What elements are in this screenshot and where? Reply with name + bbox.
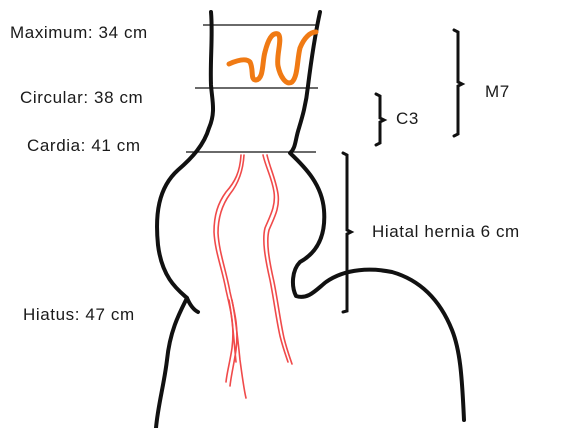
circular-label: Circular: 38 cm (20, 89, 143, 106)
cardia-label: Cardia: 41 cm (27, 137, 141, 154)
m-bracket (454, 30, 462, 136)
gastric-outline-left-lower (187, 298, 198, 312)
red-streaks (214, 155, 292, 398)
maximum-label: Maximum: 34 cm (10, 24, 148, 41)
hernia-bracket (343, 153, 351, 312)
c-bracket (376, 94, 384, 145)
c-grade-label: C3 (396, 110, 419, 127)
barrett-tongue (229, 32, 316, 83)
esophagus-right-wall (290, 12, 464, 420)
m-grade-label: M7 (485, 83, 510, 100)
hiatus-label: Hiatus: 47 cm (23, 306, 135, 323)
hernia-label: Hiatal hernia 6 cm (372, 223, 520, 240)
esophagus-left-wall (156, 12, 213, 428)
